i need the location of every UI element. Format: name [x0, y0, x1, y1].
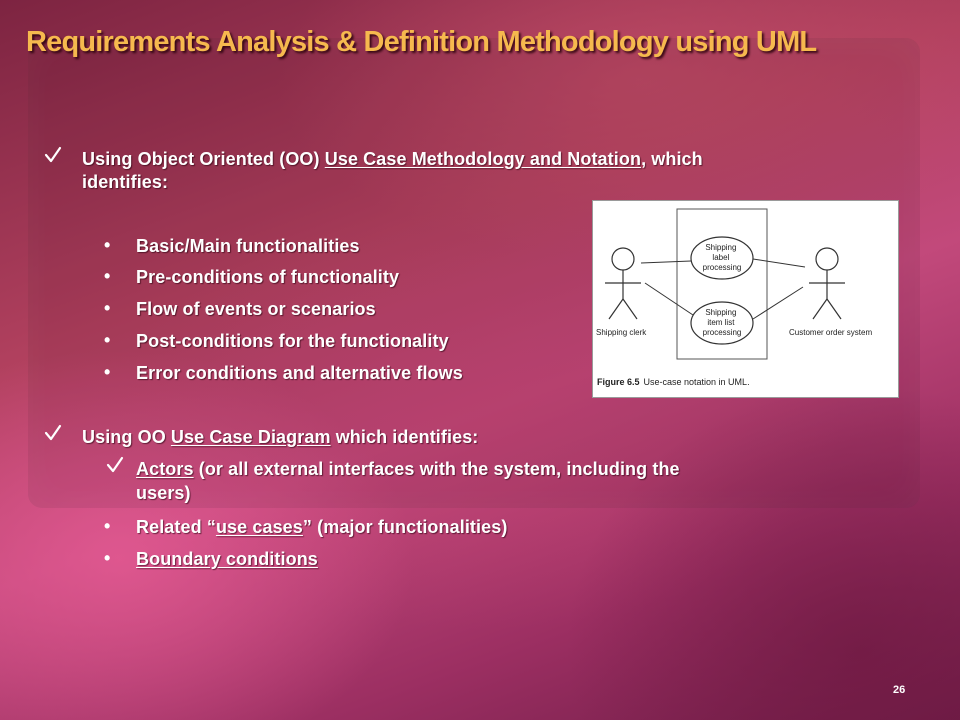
use-case-figure: Shipping label processing Shipping item … — [592, 200, 899, 398]
bullet-dot: • — [104, 235, 111, 255]
related-post: ” (major functionalities) — [302, 517, 508, 537]
usecase2-label: Shipping item list processing — [703, 308, 742, 337]
actor-left-icon — [605, 247, 641, 320]
actor-left-label: Shipping clerk — [596, 328, 647, 337]
bullet-item: Post-conditions for the functionality — [136, 331, 449, 351]
association-lines — [640, 258, 806, 320]
related-line: Related “use cases” (major functionaliti… — [136, 516, 507, 538]
bullet-item: Flow of events or scenarios — [136, 299, 376, 319]
bullet-dot: • — [104, 266, 111, 286]
checkmark-icon — [106, 456, 124, 473]
section2-post: which identifies: — [330, 427, 479, 447]
bullet-dot: • — [104, 298, 111, 318]
section1-post: , which — [641, 149, 703, 169]
section1-line1: Using Object Oriented (OO) Use Case Meth… — [82, 148, 703, 170]
bullet-item: Pre-conditions of functionality — [136, 267, 400, 287]
bullet-dot: • — [104, 362, 111, 382]
boundary-conditions-link: Boundary conditions — [136, 549, 318, 569]
actor-right-label: Customer order system — [789, 328, 872, 337]
use-case-diagram: Shipping label processing Shipping item … — [596, 208, 872, 387]
slide-title: Requirements Analysis & Definition Metho… — [26, 26, 817, 58]
checkmark-icon — [44, 424, 62, 441]
use-case-ellipse — [690, 236, 754, 280]
actors-line2: users) — [136, 483, 191, 503]
bullet-dot: • — [104, 330, 111, 350]
bullet-item: Error conditions and alternative flows — [136, 363, 463, 383]
bullet-item: Basic/Main functionalities — [136, 236, 360, 256]
bullet-dot: • — [104, 548, 111, 568]
actors-link: Actors — [136, 459, 194, 479]
actor-right-icon — [809, 247, 845, 320]
boundary-line: Boundary conditions — [136, 548, 318, 570]
section2-pre: Using OO — [82, 427, 171, 447]
bullet-dot: • — [104, 516, 111, 536]
page-number: 26 — [893, 684, 906, 696]
use-case-methodology-link: Use Case Methodology and Notation — [324, 149, 642, 169]
related-pre: Related “ — [136, 517, 216, 537]
actors-rest: (or all external interfaces with the sys… — [193, 459, 680, 479]
use-case-ellipse — [690, 301, 754, 345]
use-case-diagram-link: Use Case Diagram — [170, 427, 331, 447]
use-cases-link: use cases — [215, 517, 303, 537]
system-boundary — [676, 208, 768, 360]
section1-line2: identifies: — [82, 172, 169, 192]
usecase1-label: Shipping label processing — [703, 243, 742, 272]
section2-line1: Using OO Use Case Diagram which identifi… — [82, 426, 478, 448]
actors-line1: Actors (or all external interfaces with … — [136, 458, 680, 480]
checkmark-icon — [44, 146, 62, 163]
section1-pre: Using Object Oriented (OO) — [82, 149, 325, 169]
